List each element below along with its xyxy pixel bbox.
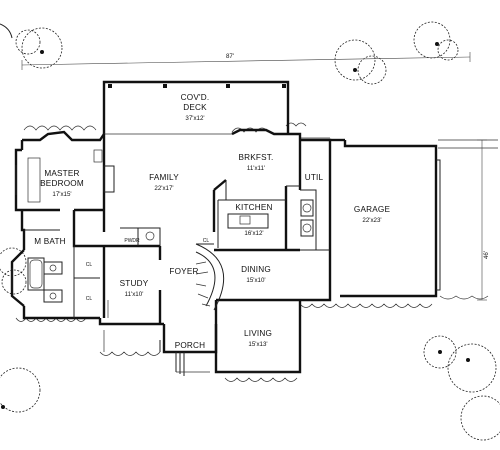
garage-door [436,159,441,291]
overall-width-label: 87' [226,53,234,60]
mbath-label: M BATH [34,237,66,246]
master-size: 17'x15' [52,191,71,198]
overall-depth-label: 46' [483,251,490,259]
master-label-2: BEDROOM [40,179,84,188]
dining-size: 15'x10' [246,277,265,284]
fixtures [27,149,314,318]
dimension-lines [21,52,487,301]
util-label: UTIL [305,173,324,182]
study-size: 11'x10' [125,291,144,298]
study-label: STUDY [120,279,149,288]
porch-label: PORCH [175,341,206,350]
dining-label: DINING [241,265,271,274]
living-size: 15'x13' [248,341,267,348]
deck-label-1: COV'D. [181,93,210,102]
pwdr-label: PWDR [124,238,140,244]
landscape-shrubs [15,122,498,382]
porch-steps [175,352,210,376]
kitchen-label: KITCHEN [235,203,272,212]
family-size: 22'x17' [154,185,173,192]
windows [11,165,290,373]
living-label: LIVING [244,329,272,338]
foyer-label: FOYER [169,267,198,276]
deck-size: 37'x12' [185,115,204,122]
kitchen-size: 16'x12' [244,230,263,237]
family-label: FAMILY [149,173,179,182]
garage-size: 22'x23' [362,217,381,224]
wic-1-label: CL [86,262,93,268]
brkfst-size: 11'x11' [247,165,265,172]
brkfst-label: BRKFST. [238,153,273,162]
cl-label: CL [203,238,210,244]
interior-walls [22,134,330,324]
garage-label: GARAGE [354,205,391,214]
deck-label-2: DECK [183,103,207,112]
wic-2-label: CL [86,296,93,302]
covered-deck [102,80,290,135]
master-label-1: MASTER [44,169,79,178]
